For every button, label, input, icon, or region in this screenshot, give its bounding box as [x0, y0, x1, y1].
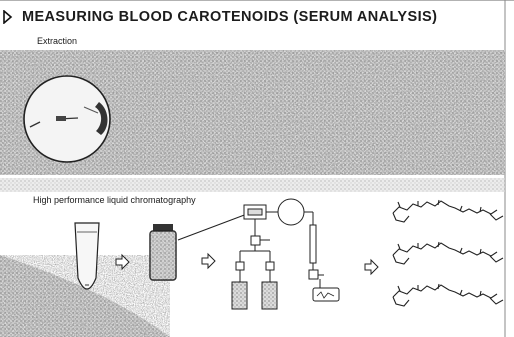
hplc-apparatus-icon: [178, 199, 339, 309]
carotenoid-molecule-icon: [393, 200, 503, 222]
carotenoid-molecule-icon-3: [393, 284, 503, 306]
arrow-right-icon-2: [202, 254, 215, 268]
hplc-heading: High performance liquid chromatography: [33, 195, 196, 205]
extraction-circle-image: [24, 76, 110, 162]
arrow-right-icon: [116, 255, 129, 269]
test-tube-icon: [75, 223, 99, 289]
extraction-heading: Extraction: [37, 36, 77, 46]
carotenoid-molecule-icon-2: [393, 242, 503, 264]
page-title: MEASURING BLOOD CAROTENOIDS (SERUM ANALY…: [22, 9, 437, 25]
sample-vial-icon: [150, 224, 176, 280]
title-bullet-icon: [3, 10, 13, 24]
arrow-right-icon-3: [365, 260, 378, 274]
